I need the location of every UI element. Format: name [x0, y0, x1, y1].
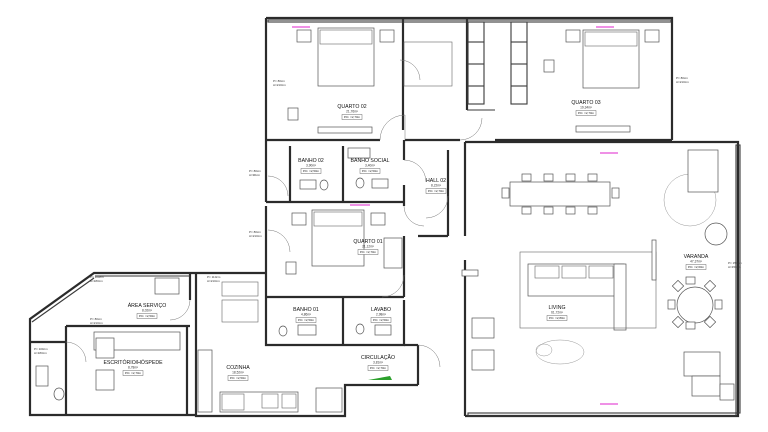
ceiling-height: P.D. =2,50m [362, 169, 379, 173]
opening-size-note: P= 110cm [207, 275, 221, 279]
ceiling-height: P.D. =2,70m [428, 189, 445, 193]
ceiling-height-box [359, 168, 381, 174]
ceiling-height-box [136, 313, 158, 319]
opening-size-note: P= 150cm [728, 261, 742, 265]
ceiling-height: P.D. =2,70m [370, 366, 387, 370]
dining-chairs [501, 173, 620, 215]
opening-size-note: A=210cm [90, 321, 103, 325]
opening-size-note: P= 80cm [676, 76, 688, 80]
ceiling-height-box [122, 370, 144, 376]
room-name: LIVING [548, 305, 565, 311]
ac-markers [292, 26, 618, 405]
room-area: 47,37m² [690, 260, 702, 264]
ceiling-height-box [575, 110, 597, 116]
entrance-arrow-icon [368, 376, 392, 380]
ceiling-height: P.D. =2,70m [344, 115, 361, 119]
room-name: BANHO 01 [293, 307, 319, 313]
ceiling-height-box [357, 249, 379, 255]
opening-size-note: A=180cm [34, 351, 47, 355]
ceiling-height: P.D. =2,70m [125, 371, 142, 375]
room-area: 3,40m² [365, 164, 375, 168]
opening-size-note: A=210cm [273, 83, 286, 87]
room-name: LAVABO [371, 307, 391, 313]
opening-size-note: P= 100cm [34, 347, 48, 351]
ceiling-height: P.D. =2,50m [373, 318, 390, 322]
ceiling-height-box [227, 375, 249, 381]
ceiling-height: P.D. =2,50m [230, 376, 247, 380]
room-area: 3,90m² [306, 164, 316, 168]
room-name: ÁREA SERVIÇO [128, 302, 167, 309]
opening-size-note: A=210cm [249, 234, 262, 238]
furniture [35, 27, 735, 413]
opening-size-note: A=210cm [207, 279, 220, 283]
room-name: QUARTO 02 [337, 104, 366, 110]
door-swings [65, 59, 483, 368]
ceiling-height: P.D. =2,50m [298, 318, 315, 322]
room-name: BANHO SOCIAL [351, 158, 390, 164]
opening-size-note: P= 80cm [90, 317, 102, 321]
room-name: ESCRITÓRIO/HÓSPEDE [103, 359, 163, 366]
room-area: 21,12m² [362, 245, 374, 249]
opening-size-note: A=90cm [249, 173, 261, 177]
room-area: 61,72m² [551, 311, 563, 315]
room-area: 19,34m² [580, 106, 592, 110]
room-area: 8,78m² [128, 366, 138, 370]
ceiling-height-box [341, 114, 363, 120]
ceiling-height-box [425, 188, 447, 194]
ceiling-height: P.D. =2,50m [139, 314, 156, 318]
room-area: 2,98m² [376, 313, 386, 317]
room-area: 21,76m² [346, 110, 358, 114]
room-area: 8,02m² [142, 309, 152, 313]
opening-size-note: P= 100cm [90, 275, 104, 279]
opening-size-note: P= 80cm [249, 169, 261, 173]
room-name: QUARTO 01 [353, 239, 382, 245]
room-name: QUARTO 03 [571, 100, 600, 106]
opening-size-note: P= 80cm [273, 79, 285, 83]
ceiling-height-box [685, 264, 707, 270]
opening-size-note: P= 80cm [249, 230, 261, 234]
room-name: BANHO 02 [298, 158, 324, 164]
ceiling-height: P.D. =2,50m [303, 169, 320, 173]
ceiling-height: P.D. =2,60m [688, 265, 705, 269]
room-area: 18,52m² [232, 371, 244, 375]
room-area: 3,81m² [373, 361, 383, 365]
opening-size-note: A=210cm [676, 80, 689, 84]
ceiling-height-box [300, 168, 322, 174]
ceiling-height-box [370, 317, 392, 323]
ceiling-height-box [295, 317, 317, 323]
room-name: COZINHA [226, 365, 250, 371]
thin-walls [31, 19, 741, 417]
ceiling-height-box [546, 315, 568, 321]
ceiling-height: P.D. =2,80m [549, 316, 566, 320]
room-area: 4,86m² [301, 313, 311, 317]
ceiling-height: P.D. =2,70m [360, 250, 377, 254]
walls [28, 16, 740, 418]
room-name: CIRCULAÇÃO [361, 354, 395, 361]
opening-size-note: A=180cm [90, 279, 103, 283]
ceiling-height: P.D. =2,70m [578, 111, 595, 115]
room-name: HALL 02 [426, 178, 446, 184]
opening-size-note: A=150cm [728, 265, 741, 269]
room-area: 8,22m² [431, 184, 441, 188]
ceiling-height-box [367, 365, 389, 371]
room-name: VARANDA [684, 254, 709, 260]
